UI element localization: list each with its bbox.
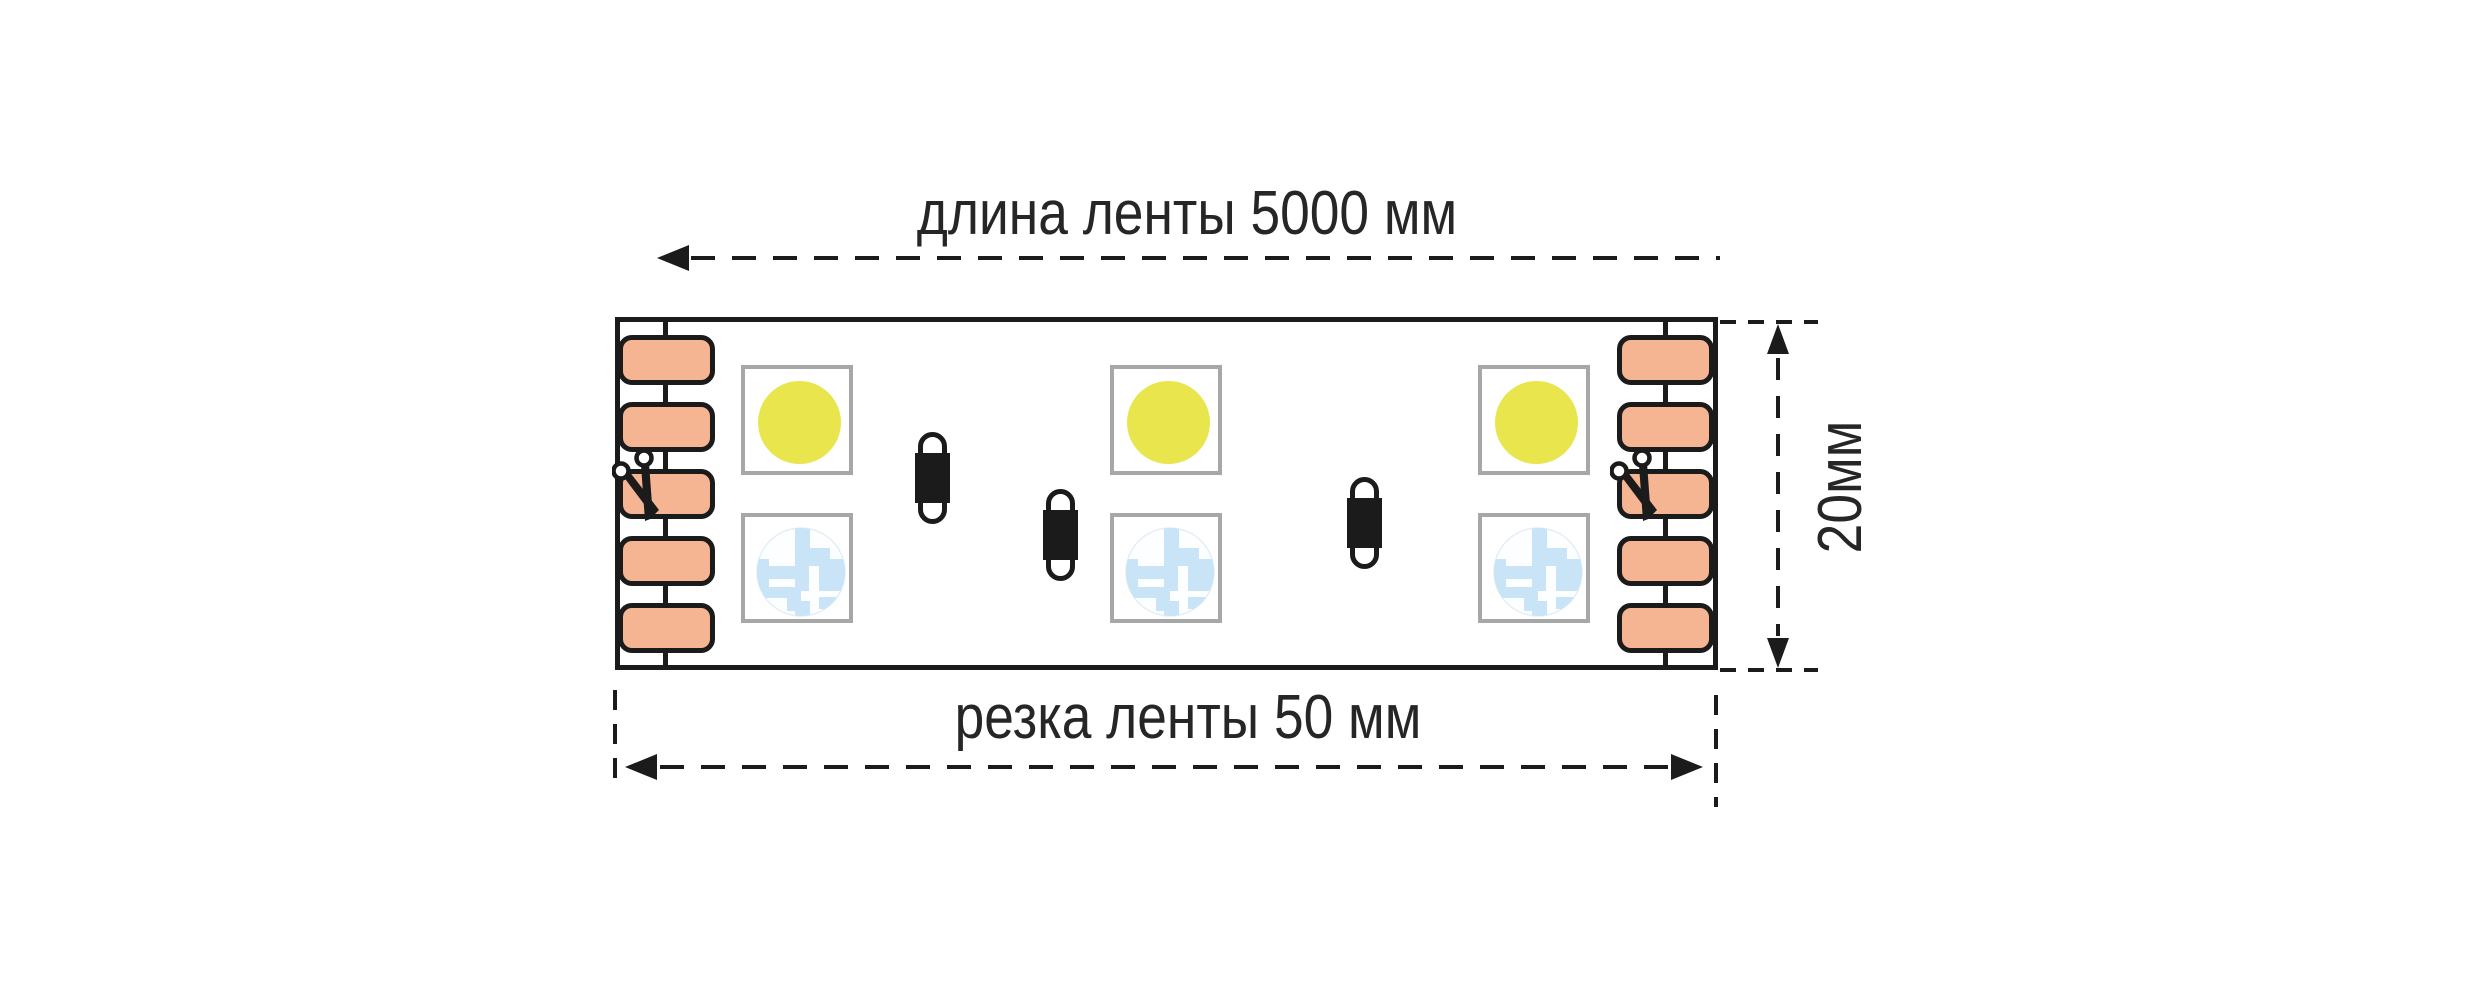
solder-pad <box>1617 335 1714 385</box>
rgb-chip-module <box>1110 513 1222 623</box>
solder-pad <box>618 469 715 519</box>
rgb-chip-icon <box>1490 524 1586 620</box>
scissors-icon-left <box>612 448 676 528</box>
cut-length-dimension-arrow <box>613 690 1718 807</box>
solder-pad <box>618 536 715 586</box>
scissors-icon-right <box>1610 448 1674 528</box>
rgb-chip-icon <box>753 524 849 620</box>
solder-pad <box>618 335 715 385</box>
led-module <box>741 365 853 475</box>
resistor-body <box>915 453 950 503</box>
solder-pad <box>1617 536 1714 586</box>
strip-width-label: 20мм <box>1806 420 1875 554</box>
resistor-body <box>1043 510 1078 560</box>
rgb-chip-icon <box>1122 524 1218 620</box>
solder-pad-group-right <box>1617 335 1714 653</box>
solder-pad <box>1617 603 1714 653</box>
led-module <box>1478 365 1590 475</box>
strip-length-label: длина ленты 5000 мм <box>916 179 1458 248</box>
strip-length-dimension-arrow <box>657 245 1720 271</box>
solder-pad <box>1617 469 1714 519</box>
solder-pad <box>1617 402 1714 452</box>
resistor <box>915 432 950 524</box>
cut-length-label: резка ленты 50 мм <box>954 683 1422 752</box>
strip-width-dimension-arrow <box>1720 320 1818 672</box>
resistor-body <box>1347 498 1382 548</box>
solder-pad <box>618 603 715 653</box>
led-dome-icon <box>1127 381 1210 464</box>
solder-pad-group-left <box>618 335 715 653</box>
solder-pad <box>618 402 715 452</box>
resistor <box>1347 477 1382 569</box>
rgb-chip-module <box>741 513 853 623</box>
resistor <box>1043 489 1078 581</box>
led-dome-icon <box>1495 381 1578 464</box>
led-dome-icon <box>758 381 841 464</box>
rgb-chip-module <box>1478 513 1590 623</box>
led-module <box>1110 365 1222 475</box>
